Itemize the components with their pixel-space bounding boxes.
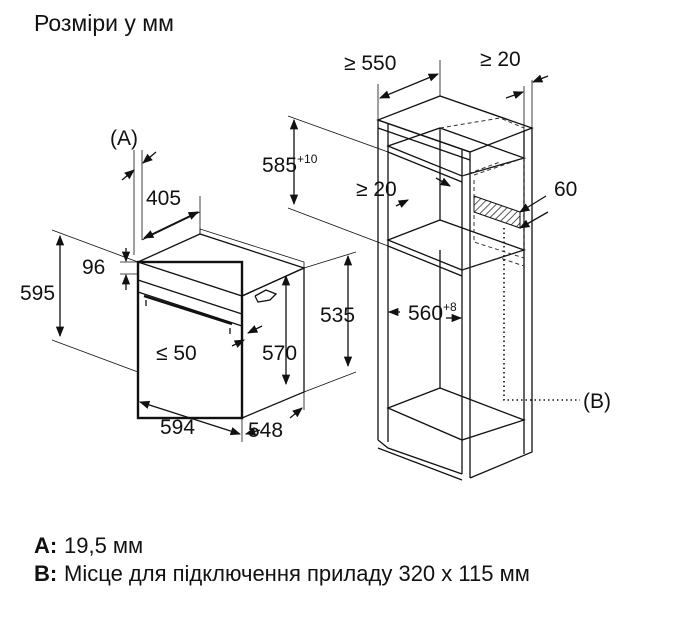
- dim-560-label: 560+8: [408, 300, 457, 325]
- dim-560-value: 560: [408, 302, 443, 325]
- legend: A: 19,5 мм B: Місце для підключення прил…: [34, 532, 624, 588]
- cabinet-niche-floor: [386, 219, 527, 271]
- legend-text-a: 19,5 мм: [64, 533, 144, 558]
- dim-20-mid-label: ≥ 20: [356, 178, 397, 201]
- legend-row-b: B: Місце для підключення приладу 320 x 1…: [34, 560, 624, 588]
- dim-405: 405: [141, 187, 201, 241]
- dim-560: 560+8: [387, 300, 463, 325]
- dim-548: 548: [245, 392, 305, 442]
- dim-585-value: 585: [262, 154, 297, 177]
- dim-405-label: 405: [146, 187, 181, 210]
- dim-570-label: 570: [262, 342, 297, 365]
- dim-560-tolerance: +8: [443, 300, 457, 314]
- dim-50-label: ≤ 50: [156, 342, 197, 365]
- dim-594-label: 594: [160, 416, 195, 439]
- dim-60: 60: [519, 178, 577, 229]
- dim-50: ≤ 50: [156, 325, 263, 365]
- dim-20-top-label: ≥ 20: [480, 48, 521, 71]
- legend-key-b: B:: [34, 561, 58, 586]
- callout-a-label: (A): [110, 127, 138, 150]
- dim-550: ≥ 550: [344, 52, 441, 120]
- callout-a: (A): [110, 127, 157, 255]
- dim-535: 535: [303, 251, 357, 393]
- dim-96: 96: [82, 248, 138, 290]
- oven-handle: [143, 294, 233, 326]
- oven-top: [136, 233, 306, 297]
- legend-row-a: A: 19,5 мм: [34, 532, 624, 560]
- dim-550-label: ≥ 550: [344, 52, 396, 75]
- callout-b-label: (B): [583, 390, 611, 413]
- dim-96-label: 96: [82, 256, 105, 279]
- dim-594: 594: [137, 398, 243, 442]
- dim-60-label: 60: [554, 178, 577, 201]
- connection-area-hatch: [473, 195, 521, 229]
- oven-knob: [254, 289, 278, 303]
- oven-drawing: [136, 228, 306, 420]
- dim-20-top: ≥ 20: [480, 48, 549, 130]
- legend-key-a: A:: [34, 533, 58, 558]
- dim-595: 595: [20, 229, 139, 373]
- dim-595-label: 595: [20, 282, 55, 305]
- dim-20-mid: ≥ 20: [356, 177, 451, 208]
- page-title: Розміри у мм: [34, 10, 174, 36]
- dim-548-label: 548: [248, 419, 283, 442]
- cabinet-top: [376, 95, 534, 153]
- dim-570: 570: [262, 274, 297, 386]
- dim-585: 585+10: [262, 115, 389, 247]
- dim-535-label: 535: [320, 304, 355, 327]
- cabinet-drawing: [376, 95, 580, 481]
- dim-585-label: 585+10: [262, 152, 318, 177]
- cabinet-upper-shelf: [386, 127, 527, 177]
- legend-text-b: Місце для підключення приладу 320 x 115 …: [64, 561, 530, 586]
- dim-585-tolerance: +10: [297, 152, 318, 166]
- callout-b-leader: [503, 228, 580, 401]
